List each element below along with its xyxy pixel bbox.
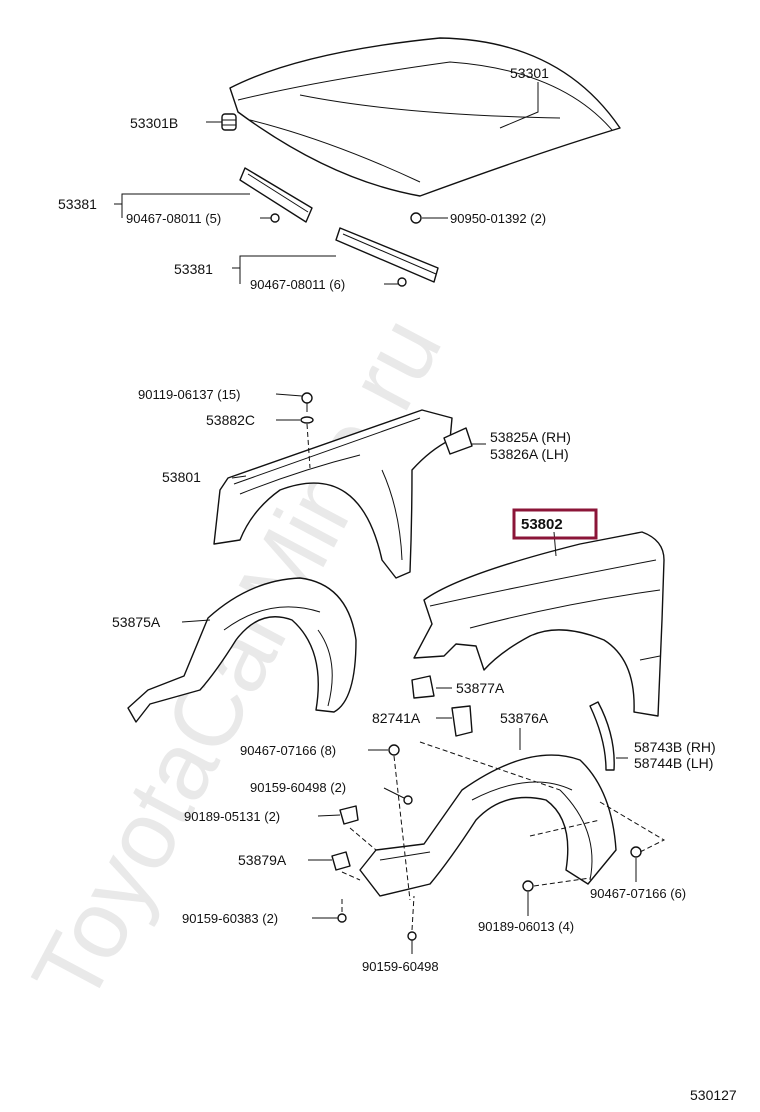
label-90159-60498-2: 90159-60498 (2): [250, 780, 346, 795]
bolt-90159-60498-2[interactable]: [403, 795, 413, 805]
label-53381-upper: 53381: [58, 196, 97, 212]
label-90119-06137: 90119-06137 (15): [138, 387, 240, 402]
clip-53879a[interactable]: [331, 851, 351, 871]
highlight-box-53802[interactable]: [512, 508, 598, 540]
screw-90467-07166-6[interactable]: [630, 846, 642, 858]
label-82741a: 82741A: [372, 710, 421, 726]
hood-bumper-53301b[interactable]: [221, 113, 237, 131]
fender-liner-53875a[interactable]: [127, 577, 357, 723]
label-90467-08011-5: 90467-08011 (5): [126, 211, 221, 226]
bracket-53825a[interactable]: [443, 427, 473, 455]
label-53879a: 53879A: [238, 852, 287, 868]
label-53877a: 53877A: [456, 680, 505, 696]
label-90467-07166-8: 90467-07166 (8): [240, 743, 336, 758]
clip-90950[interactable]: [410, 212, 422, 224]
hood-seal-upper[interactable]: [239, 167, 313, 223]
label-90189-06013: 90189-06013 (4): [478, 919, 574, 934]
clip-90467-upper[interactable]: [270, 213, 280, 223]
wheel-opening-molding-58743b[interactable]: [589, 701, 615, 771]
label-90467-07166-6: 90467-07166 (6): [590, 886, 686, 901]
diagram-id: 530127: [690, 1087, 737, 1103]
label-53301: 53301: [510, 65, 549, 81]
hood-seal-lower[interactable]: [335, 227, 439, 283]
label-53802[interactable]: 53802: [521, 516, 563, 533]
fender-rh-53802[interactable]: [413, 531, 665, 717]
fender-lh-53801[interactable]: [213, 409, 453, 579]
label-58743b: 58743B (RH): [634, 739, 716, 755]
label-53875a: 53875A: [112, 614, 161, 630]
label-53826a: 53826A (LH): [490, 446, 569, 462]
nut-90189-06013[interactable]: [522, 880, 534, 892]
clip-90467-lower[interactable]: [397, 277, 407, 287]
washer-53882c[interactable]: [300, 416, 314, 424]
label-53825a: 53825A (RH): [490, 429, 571, 445]
clip-82741a[interactable]: [451, 705, 473, 737]
label-90467-08011-6: 90467-08011 (6): [250, 277, 345, 292]
label-53876a: 53876A: [500, 710, 549, 726]
bracket-53877a[interactable]: [411, 675, 435, 699]
screw-90467-07166-8[interactable]: [388, 744, 400, 756]
label-90159-60498: 90159-60498: [362, 959, 439, 974]
label-90159-60383: 90159-60383 (2): [182, 911, 278, 926]
label-53381-lower: 53381: [174, 261, 213, 277]
bolt-90159-60498[interactable]: [407, 931, 417, 941]
bolt-90159-60383[interactable]: [337, 913, 347, 923]
nut-90189-05131[interactable]: [339, 805, 359, 825]
label-90950-01392: 90950-01392 (2): [450, 211, 546, 226]
label-90189-05131: 90189-05131 (2): [184, 809, 280, 824]
label-53301b: 53301B: [130, 115, 178, 131]
label-53801: 53801: [162, 469, 201, 485]
label-58744b: 58744B (LH): [634, 755, 713, 771]
fender-liner-53876a[interactable]: [359, 754, 617, 897]
label-53882c: 53882C: [206, 412, 255, 428]
bolt-90119[interactable]: [301, 392, 313, 412]
hood-53301[interactable]: [229, 37, 621, 197]
